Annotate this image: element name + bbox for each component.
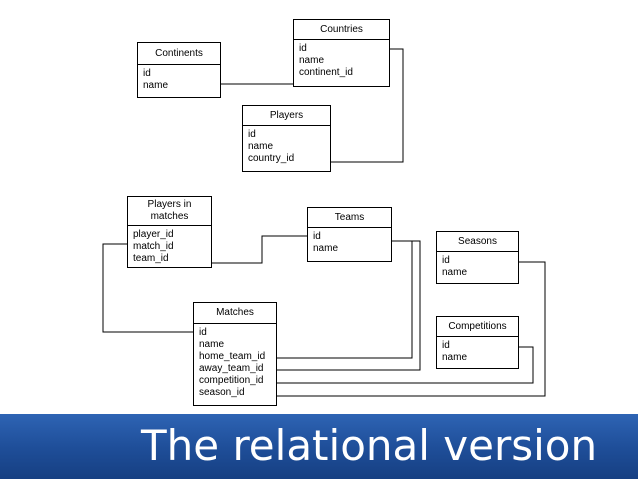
entity-matches: Matches id name home_team_id away_team_i… <box>193 302 277 406</box>
field: season_id <box>199 387 245 398</box>
line-pim-teams <box>212 235 307 264</box>
field: id <box>143 68 151 79</box>
line-countries-players <box>331 48 404 163</box>
field: continent_id <box>299 67 353 78</box>
entity-fields: id name country_id <box>243 126 330 165</box>
field: home_team_id <box>199 351 266 362</box>
field: match_id <box>133 241 174 252</box>
field: id <box>299 43 307 54</box>
field: id <box>442 255 450 266</box>
field: id <box>442 340 450 351</box>
field: name <box>442 352 468 363</box>
entity-countries: Countries id name continent_id <box>293 19 390 87</box>
entity-teams: Teams id name <box>307 207 392 262</box>
entity-fields: id name home_team_id away_team_id compet… <box>194 324 276 399</box>
field: name <box>248 141 274 152</box>
entity-seasons: Seasons id name <box>436 231 519 284</box>
entity-continents: Continents id name <box>137 42 221 98</box>
entity-fields: id name <box>308 228 391 255</box>
field: name <box>442 267 468 278</box>
entity-fields: id name <box>437 337 518 364</box>
entity-title: Players <box>243 106 330 126</box>
field: away_team_id <box>199 363 264 374</box>
entity-fields: player_id match_id team_id <box>128 226 211 265</box>
field: id <box>313 231 321 242</box>
field: name <box>313 243 339 254</box>
field: name <box>199 339 225 350</box>
entity-fields: id name <box>437 252 518 279</box>
entity-players-in-matches: Players in matches player_id match_id te… <box>127 196 212 268</box>
field: id <box>199 327 207 338</box>
field: name <box>143 80 169 91</box>
entity-players: Players id name country_id <box>242 105 331 172</box>
line-teams-away <box>277 240 421 371</box>
title-banner <box>0 414 638 479</box>
entity-title: Teams <box>308 208 391 228</box>
entity-title: Countries <box>294 20 389 40</box>
field: country_id <box>248 153 295 164</box>
field: competition_id <box>199 375 264 386</box>
entity-title: Matches <box>194 303 276 324</box>
entity-title: Seasons <box>437 232 518 252</box>
field: player_id <box>133 229 174 240</box>
slide-title: The relational version <box>141 421 598 470</box>
field: id <box>248 129 256 140</box>
entity-title: Competitions <box>437 317 518 337</box>
line-competitions <box>277 346 534 384</box>
field: team_id <box>133 253 169 264</box>
entity-fields: id name continent_id <box>294 40 389 79</box>
entity-competitions: Competitions id name <box>436 316 519 369</box>
line-pim-matches <box>102 243 193 333</box>
entity-fields: id name <box>138 65 220 92</box>
entity-title: Continents <box>138 43 220 65</box>
entity-title: Players in matches <box>128 197 211 226</box>
line-seasons <box>277 261 546 397</box>
field: name <box>299 55 325 66</box>
